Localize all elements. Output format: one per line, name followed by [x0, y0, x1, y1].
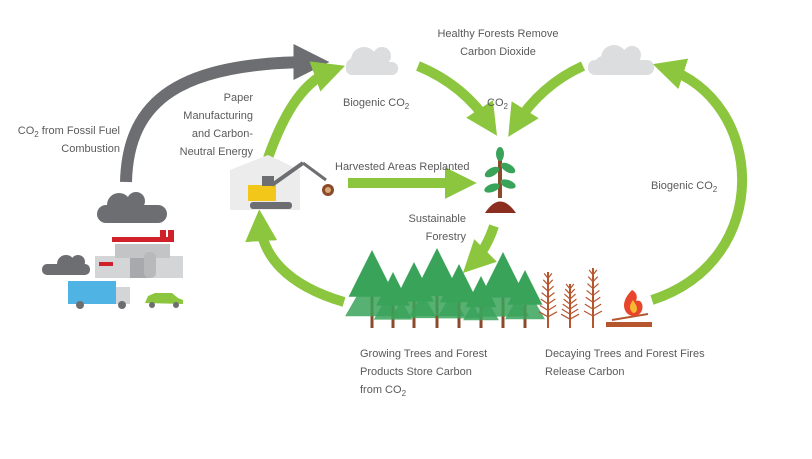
biogenic-right-label: Biogenic CO2	[651, 180, 718, 194]
arrow-cloud-to-seedling	[416, 61, 497, 136]
co2-center-label: CO2	[487, 97, 509, 111]
growing-forest	[345, 248, 546, 328]
growing-line2: Products Store Carbon	[360, 366, 472, 378]
seedling	[484, 147, 516, 213]
healthy-forests-line1: Healthy Forests Remove	[437, 28, 558, 40]
factory	[95, 230, 183, 278]
decaying-trees	[538, 268, 603, 328]
decaying-line2: Release Carbon	[545, 366, 625, 378]
paper-label-line3: and Carbon-	[192, 128, 253, 140]
forest-fire-icon	[606, 290, 652, 327]
arrow-to-biogenic-cloud	[263, 61, 346, 160]
fossil-fuel-label-line1: CO2 from Fossil Fuel	[18, 125, 120, 139]
cloud-right	[588, 45, 654, 75]
dead-tree-icon	[583, 268, 603, 328]
dead-tree-icon	[560, 283, 580, 328]
fossil-fuel-arrow	[120, 44, 330, 183]
fossil-fuel-label-line2: Combustion	[61, 143, 120, 155]
decaying-line1: Decaying Trees and Forest Fires	[545, 348, 705, 360]
paper-label-line4: Neutral Energy	[180, 146, 254, 158]
dead-tree-icon	[538, 272, 558, 328]
sustainable-line1: Sustainable	[409, 213, 467, 225]
tree-icon	[504, 270, 546, 328]
sustainable-line2: Forestry	[426, 231, 467, 243]
cloud-left	[346, 47, 398, 75]
arrow-forest-to-manufacturing	[245, 209, 346, 307]
paper-label-line2: Manufacturing	[183, 110, 253, 122]
factory-smoke-cloud	[97, 192, 167, 223]
arrow-fire-to-right-cloud	[650, 58, 748, 305]
healthy-forests-line2: Carbon Dioxide	[460, 46, 536, 58]
truck-smoke-cloud	[42, 255, 90, 275]
truck	[68, 281, 130, 309]
harvested-label: Harvested Areas Replanted	[335, 161, 470, 173]
growing-line3: from CO2	[360, 384, 407, 398]
biogenic-left-label: Biogenic CO2	[343, 97, 410, 111]
growing-line1: Growing Trees and Forest	[360, 348, 487, 360]
loader-building	[230, 155, 334, 210]
paper-label-line1: Paper	[224, 92, 254, 104]
arrow-right-cloud-to-seedling	[508, 61, 586, 137]
arrow-seedling-to-forest	[462, 224, 499, 274]
car	[145, 293, 183, 308]
